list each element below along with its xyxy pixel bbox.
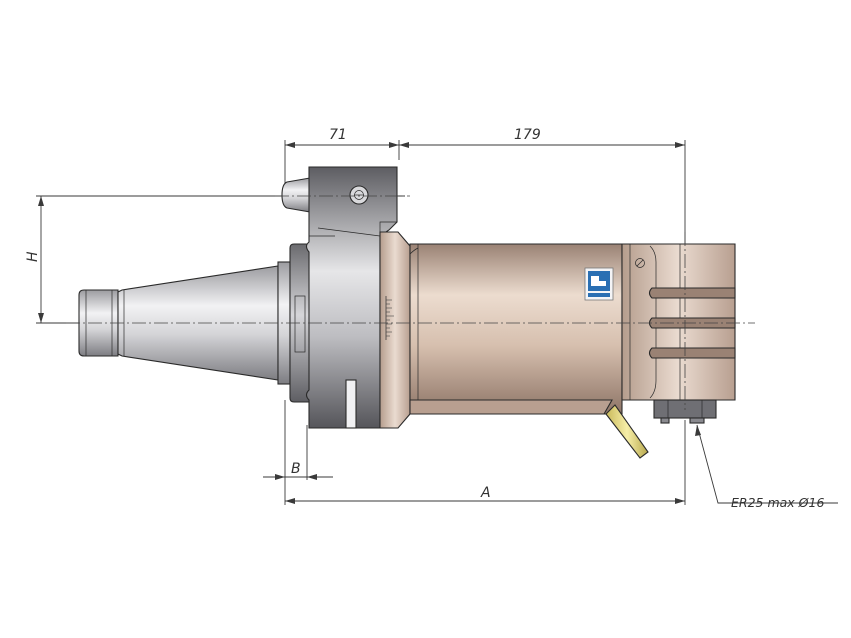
clamp-block bbox=[281, 166, 398, 429]
center-lines bbox=[66, 195, 755, 410]
brand-logo bbox=[584, 267, 614, 301]
dim-179-label: 179 bbox=[514, 127, 541, 143]
dim-a-label: A bbox=[480, 485, 491, 501]
collet-callout: ER25 max Ø16 bbox=[731, 495, 824, 510]
dim-h-label: H bbox=[25, 251, 41, 262]
dimension-labels: 71 179 H B A ER25 max Ø16 bbox=[25, 127, 824, 510]
angle-head-body bbox=[379, 231, 736, 459]
dim-71-label: 71 bbox=[329, 127, 347, 143]
coolant-tube bbox=[605, 404, 649, 459]
angle-scale bbox=[385, 296, 394, 340]
dim-b-label: B bbox=[291, 461, 301, 477]
dimension-lines bbox=[36, 140, 838, 505]
